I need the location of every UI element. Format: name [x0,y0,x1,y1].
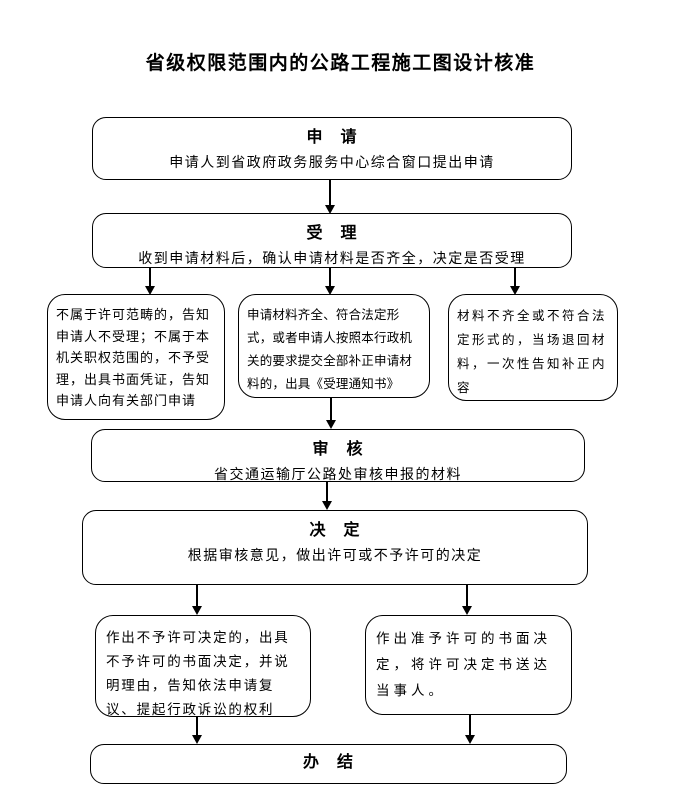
node-review-body: 省交通运输厅公路处审核申报的材料 [214,466,462,482]
arrow-accept-to-branch-right [514,268,516,293]
node-grant-body: 作出准予许可的书面决定，将许可决定书送达当事人。 [376,631,551,698]
arrow-deny-to-complete [196,717,198,742]
arrow-review-to-decision [326,482,328,508]
arrow-apply-to-accept [329,180,331,212]
node-branch-middle: 申请材料齐全、符合法定形式，或者申请人按照本行政机关的要求提交全部补正申请材料的… [238,294,430,398]
node-decision-body: 根据审核意见，做出许可或不予许可的决定 [187,547,483,563]
arrow-grant-to-complete [469,715,471,742]
node-branch-right-body: 材料不齐全或不符合法定形式的，当场退回材料，一次性告知补正内容 [457,309,608,395]
node-complete: 办 结 [90,744,567,784]
node-branch-left-body: 不属于许可范畴的，告知申请人不受理；不属于本机关职权范围的，不予受理，出具书面凭… [56,307,211,408]
node-branch-middle-body: 申请材料齐全、符合法定形式，或者申请人按照本行政机关的要求提交全部补正申请材料的… [247,308,413,391]
node-decision: 决 定 根据审核意见，做出许可或不予许可的决定 [82,510,588,585]
node-grant: 作出准予许可的书面决定，将许可决定书送达当事人。 [365,615,572,715]
node-accept-body: 收到申请材料后，确认申请材料是否齐全，决定是否受理 [138,250,526,266]
node-branch-left: 不属于许可范畴的，告知申请人不受理；不属于本机关职权范围的，不予受理，出具书面凭… [47,294,225,420]
node-accept-heading: 受 理 [306,225,358,242]
arrow-accept-to-branch-middle [329,268,331,293]
node-apply-heading: 申 请 [306,129,358,146]
arrow-accept-to-branch-left [149,268,151,293]
arrow-decision-to-deny [196,585,198,613]
arrow-decision-to-grant [466,585,468,613]
node-accept: 受 理 收到申请材料后，确认申请材料是否齐全，决定是否受理 [92,213,572,268]
node-deny-body: 作出不予许可决定的，出具不予许可的书面决定，并说明理由，告知依法申请复议、提起行… [106,630,290,717]
node-decision-heading: 决 定 [309,522,361,539]
node-complete-heading: 办 结 [302,754,354,771]
node-deny: 作出不予许可决定的，出具不予许可的书面决定，并说明理由，告知依法申请复议、提起行… [95,615,311,717]
node-review: 审 核 省交通运输厅公路处审核申报的材料 [91,429,585,482]
page-title: 省级权限范围内的公路工程施工图设计核准 [145,53,536,74]
node-branch-right: 材料不齐全或不符合法定形式的，当场退回材料，一次性告知补正内容 [448,294,618,401]
node-apply-body: 申请人到省政府政务服务中心综合窗口提出申请 [169,154,495,170]
arrow-branch-middle-to-review [330,398,332,427]
node-review-heading: 审 核 [312,441,364,458]
node-apply: 申 请 申请人到省政府政务服务中心综合窗口提出申请 [92,117,572,180]
